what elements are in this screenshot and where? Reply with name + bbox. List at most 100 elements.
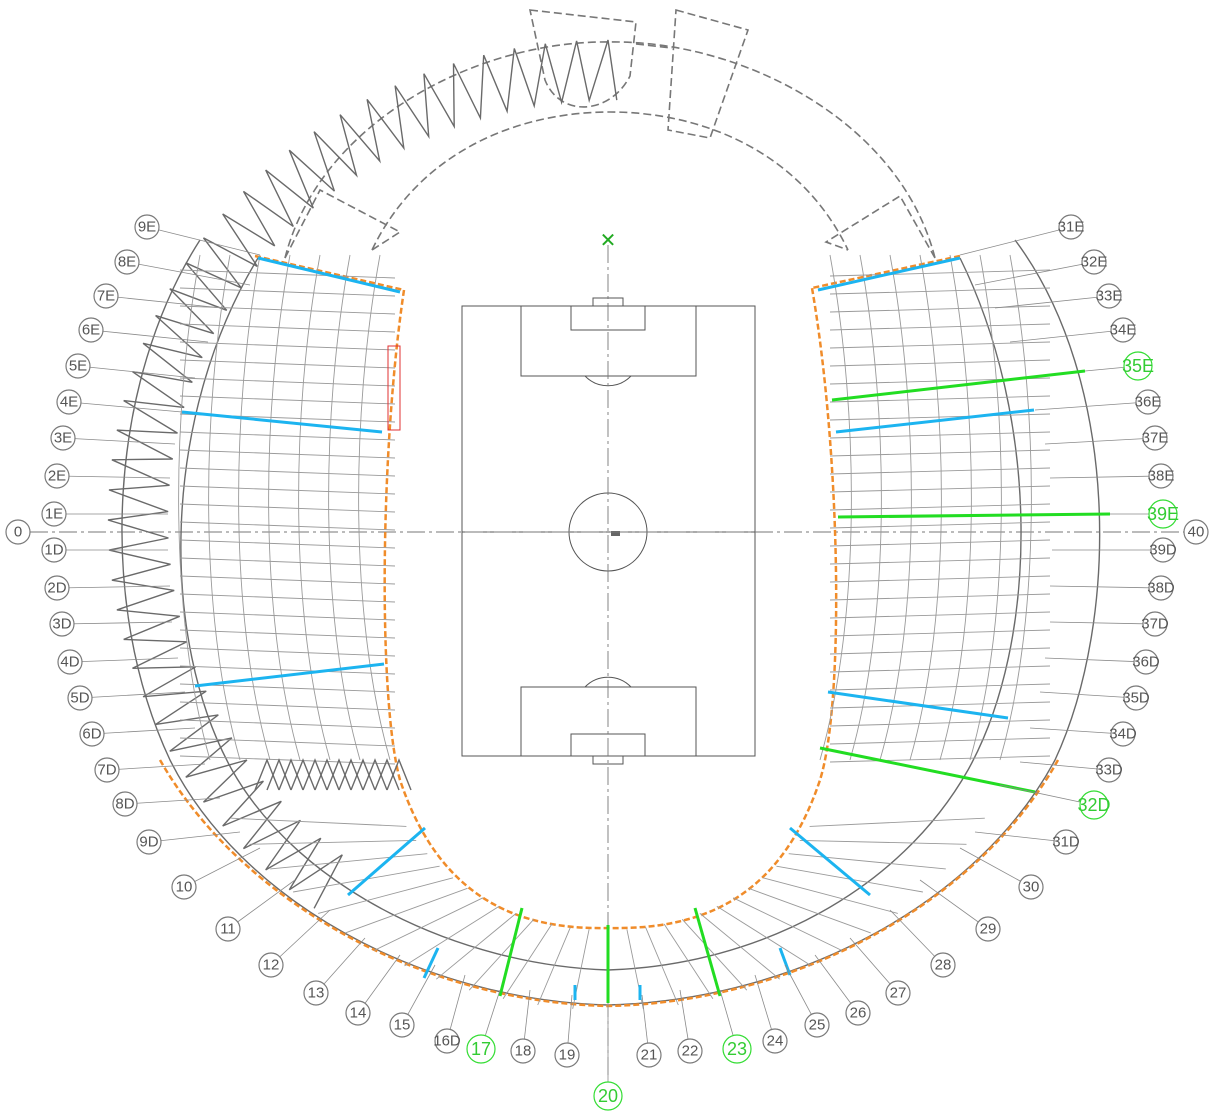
- axis-bubble-32D: 32D: [999, 784, 1111, 820]
- steel-member-blue: [257, 256, 401, 294]
- axis-grid-bubbles: 9E8E7E6E5E4E3E2E1E01D2D3D4D5D6D7D8D9D101…: [5, 214, 1209, 1111]
- steel-member-green: [819, 746, 1036, 794]
- axis-bubble-5D: 5D: [67, 685, 186, 711]
- axis-label: 15: [394, 1017, 411, 1034]
- axis-bubble-14: 14: [345, 954, 401, 1026]
- axis-bubble-24: 24: [754, 974, 788, 1054]
- axis-label: 4D: [60, 654, 79, 671]
- axis-label: 35E: [1122, 356, 1154, 376]
- axis-label: 13: [308, 985, 325, 1002]
- steel-member-blue: [194, 662, 385, 688]
- axis-bubble-6E: 6E: [78, 317, 209, 343]
- axis-bubble-16D: 16D: [433, 974, 466, 1054]
- axis-label: 5E: [69, 358, 87, 375]
- axis-label: 8E: [118, 254, 136, 271]
- axis-label: 2D: [47, 580, 66, 597]
- axis-bubble-0: 0: [5, 519, 31, 545]
- axis-bubble-19: 19: [554, 994, 580, 1068]
- axis-bubble-23: 23: [719, 989, 752, 1064]
- axis-bubble-6D: 6D: [79, 721, 196, 747]
- axis-label: 37E: [1142, 430, 1169, 447]
- steel-member-blue: [789, 826, 871, 897]
- axis-label: 31D: [1052, 834, 1080, 851]
- axis-bubble-39E: 39E: [1110, 499, 1179, 529]
- steel-member-green: [837, 512, 1111, 519]
- axis-bubble-15: 15: [389, 964, 436, 1038]
- axis-bubble-40: 40: [1183, 519, 1209, 545]
- axis-label: 7D: [97, 762, 116, 779]
- axis-label: 36E: [1135, 394, 1162, 411]
- steel-member-blue: [827, 690, 1009, 720]
- axis-label: 32E: [1081, 254, 1108, 271]
- axis-label: 24: [767, 1033, 784, 1050]
- axis-bubble-3D: 3D: [49, 611, 173, 637]
- axis-bubble-33E: 33E: [994, 283, 1123, 309]
- axis-label: 36D: [1132, 654, 1160, 671]
- axis-bubble-5E: 5E: [65, 353, 196, 379]
- axis-bubble-26: 26: [814, 954, 871, 1026]
- axis-bubble-27: 27: [849, 937, 911, 1006]
- axis-label: 0: [14, 524, 22, 541]
- axis-label: 3D: [52, 616, 71, 633]
- axis-label: 39E: [1147, 504, 1179, 524]
- axis-label: 25: [809, 1017, 826, 1034]
- steel-member-blue: [181, 410, 383, 434]
- axis-bubble-18: 18: [510, 989, 536, 1064]
- axis-bubble-35D: 35D: [1039, 685, 1150, 711]
- axis-label: 26: [850, 1005, 867, 1022]
- axis-bubble-36E: 36E: [1034, 389, 1162, 415]
- steel-member-green: [831, 369, 1086, 402]
- axis-bubble-2E: 2E: [44, 463, 171, 489]
- axis-label: 27: [890, 985, 907, 1002]
- steel-member-blue: [422, 947, 440, 979]
- north-marker-icon: ✕: [600, 228, 617, 252]
- axis-label: 10: [176, 879, 193, 896]
- steel-member-blue: [835, 408, 1035, 434]
- axis-bubble-30: 30: [959, 847, 1044, 900]
- axis-bubble-31E: 31E: [959, 214, 1085, 256]
- axis-bubble-12: 12: [258, 909, 331, 978]
- axis-label: 8D: [115, 796, 134, 813]
- axis-label: 33D: [1095, 762, 1123, 779]
- axis-label: 31E: [1058, 219, 1085, 236]
- axis-label: 20: [598, 1086, 618, 1106]
- axis-bubble-11: 11: [215, 879, 296, 942]
- axis-label: 33E: [1096, 288, 1123, 305]
- steel-member-green: [693, 907, 722, 997]
- axis-bubble-37D: 37D: [1049, 611, 1169, 637]
- axis-bubble-33D: 33D: [1019, 757, 1123, 783]
- axis-label: 11: [220, 921, 236, 938]
- axis-bubble-22: 22: [677, 989, 703, 1064]
- axis-bubble-20: 20: [593, 1005, 623, 1111]
- axis-label: 3E: [54, 430, 72, 447]
- axis-label: 28: [935, 957, 952, 974]
- axis-label: 12: [263, 957, 280, 974]
- axis-bubble-29: 29: [919, 879, 1001, 942]
- axis-label: 9E: [138, 219, 156, 236]
- axis-bubble-38D: 38D: [1049, 575, 1175, 601]
- axis-bubble-39D: 39D: [1052, 537, 1177, 563]
- axis-label: 14: [350, 1005, 367, 1022]
- axis-bubble-35E: 35E: [1084, 351, 1154, 381]
- axis-label: 5D: [70, 690, 89, 707]
- axis-label: 18: [515, 1043, 532, 1060]
- axis-label: 22: [682, 1043, 699, 1060]
- axis-bubble-28: 28: [889, 909, 956, 978]
- axis-bubble-36D: 36D: [1044, 649, 1160, 675]
- axis-label: 16D: [433, 1033, 461, 1050]
- axis-bubble-7D: 7D: [94, 757, 206, 783]
- axis-bubble-25: 25: [784, 964, 830, 1038]
- axis-bubble-9E: 9E: [134, 214, 261, 256]
- axis-bubble-3E: 3E: [50, 425, 176, 451]
- axis-bubble-7E: 7E: [93, 283, 223, 309]
- axis-bubble-13: 13: [303, 937, 366, 1006]
- axis-label: 2E: [48, 468, 66, 485]
- soccer-field: [461, 297, 756, 765]
- axis-label: 17: [471, 1039, 491, 1059]
- axis-label: 38D: [1147, 580, 1175, 597]
- axis-label: 35D: [1122, 690, 1150, 707]
- axis-bubble-32E: 32E: [974, 249, 1108, 286]
- steel-member-blue: [347, 826, 426, 897]
- axis-label: 37D: [1141, 616, 1169, 633]
